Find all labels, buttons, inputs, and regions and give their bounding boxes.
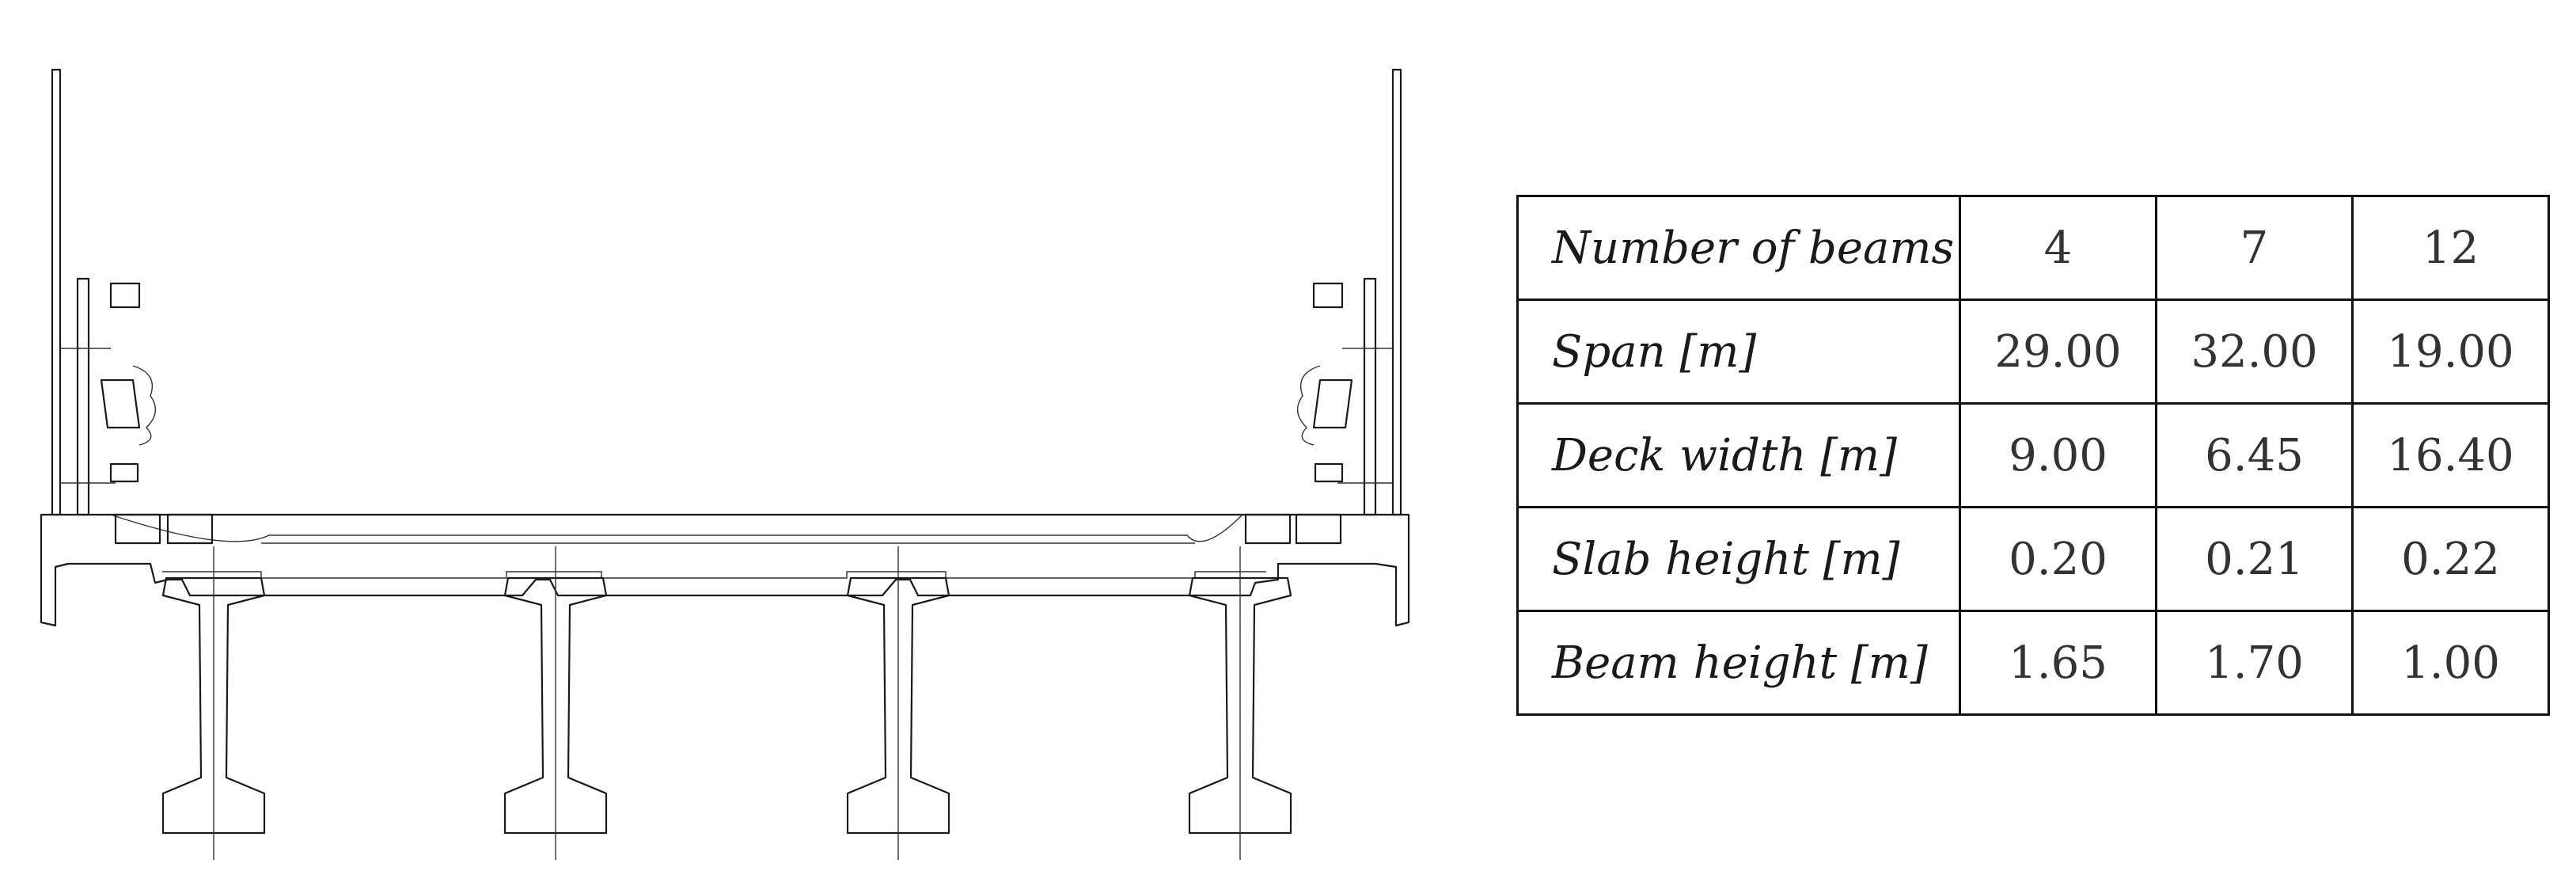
header-number-of-beams: Number of beams [1516, 195, 1961, 301]
table-row-slab-height: Slab height [m] 0.20 0.21 0.22 [1516, 506, 2550, 612]
table-cell: 29.00 [1959, 299, 2157, 405]
girders [161, 576, 1292, 835]
row-label: Slab height [m] [1516, 506, 1961, 612]
table-cell: 0.20 [1959, 506, 2157, 612]
deck-slab [40, 513, 1410, 627]
row-label: Deck width [m] [1516, 402, 1961, 508]
right-barrier [1244, 68, 1402, 545]
girder-2 [503, 576, 608, 835]
girder-3 [846, 576, 950, 835]
carriageway-surface [110, 514, 1243, 542]
table-cell: 1.65 [1959, 610, 2157, 716]
table-row-deck-width: Deck width [m] 9.00 6.45 16.40 [1516, 402, 2550, 508]
beam-count-7: 7 [2155, 195, 2354, 301]
table-cell: 1.00 [2351, 610, 2550, 716]
table-cell: 1.70 [2155, 610, 2354, 716]
left-barrier [51, 68, 214, 545]
slab-soffit [162, 571, 1266, 579]
table-cell: 32.00 [2155, 299, 2354, 405]
table-cell: 16.40 [2351, 402, 2550, 508]
bridge-cross-section-drawing [40, 68, 1410, 860]
beam-count-4: 4 [1959, 195, 2157, 301]
row-label: Span [m] [1516, 299, 1961, 405]
table-cell: 0.22 [2351, 506, 2550, 612]
table-cell: 9.00 [1959, 402, 2157, 508]
girder-4 [1188, 576, 1292, 835]
bridge-parameters-table: Number of beams 4 7 12 Span [m] 29.00 32… [1516, 195, 2550, 716]
girder-1 [161, 576, 266, 835]
beam-axes [213, 546, 1241, 860]
table-cell: 0.21 [2155, 506, 2354, 612]
row-label: Beam height [m] [1516, 610, 1961, 716]
table-cell: 6.45 [2155, 402, 2354, 508]
table-header-row: Number of beams 4 7 12 [1516, 195, 2550, 301]
table-row-span: Span [m] 29.00 32.00 19.00 [1516, 299, 2550, 405]
table-row-beam-height: Beam height [m] 1.65 1.70 1.00 [1516, 610, 2550, 716]
beam-count-12: 12 [2351, 195, 2550, 301]
table-cell: 19.00 [2351, 299, 2550, 405]
